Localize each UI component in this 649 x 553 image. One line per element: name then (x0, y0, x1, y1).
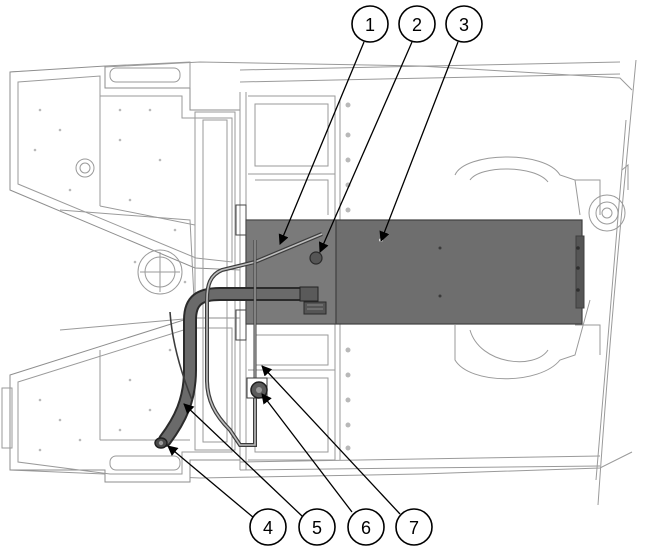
leader-3 (379, 41, 459, 242)
left-lower-deck-panel (1, 317, 241, 483)
callout-1: 1 (351, 5, 389, 43)
center-well (59, 209, 196, 331)
leader-7 (261, 365, 401, 515)
vent-hose (169, 232, 323, 447)
left-upper-deck-panel (9, 61, 241, 271)
callout-label-6: 6 (361, 518, 371, 538)
callout-3: 3 (445, 5, 483, 43)
callout-label-5: 5 (312, 518, 322, 538)
leader-6 (261, 393, 353, 513)
callout-label-4: 4 (263, 518, 273, 538)
callout-4: 4 (249, 508, 287, 546)
leader-lines (167, 41, 459, 519)
callout-label-7: 7 (409, 518, 419, 538)
leader-1 (278, 41, 365, 245)
fuel-tank (235, 204, 585, 341)
callout-label-3: 3 (459, 15, 469, 35)
callout-label-2: 2 (412, 15, 422, 35)
callout-6: 6 (347, 508, 385, 546)
fuel-filter (246, 377, 268, 399)
leader-4 (167, 445, 255, 519)
leader-2 (318, 41, 413, 253)
callout-7: 7 (395, 508, 433, 546)
callout-2: 2 (398, 5, 436, 43)
leader-5 (183, 403, 303, 517)
callout-5: 5 (298, 508, 336, 546)
console-seat (454, 156, 629, 380)
callout-label-1: 1 (365, 15, 375, 35)
